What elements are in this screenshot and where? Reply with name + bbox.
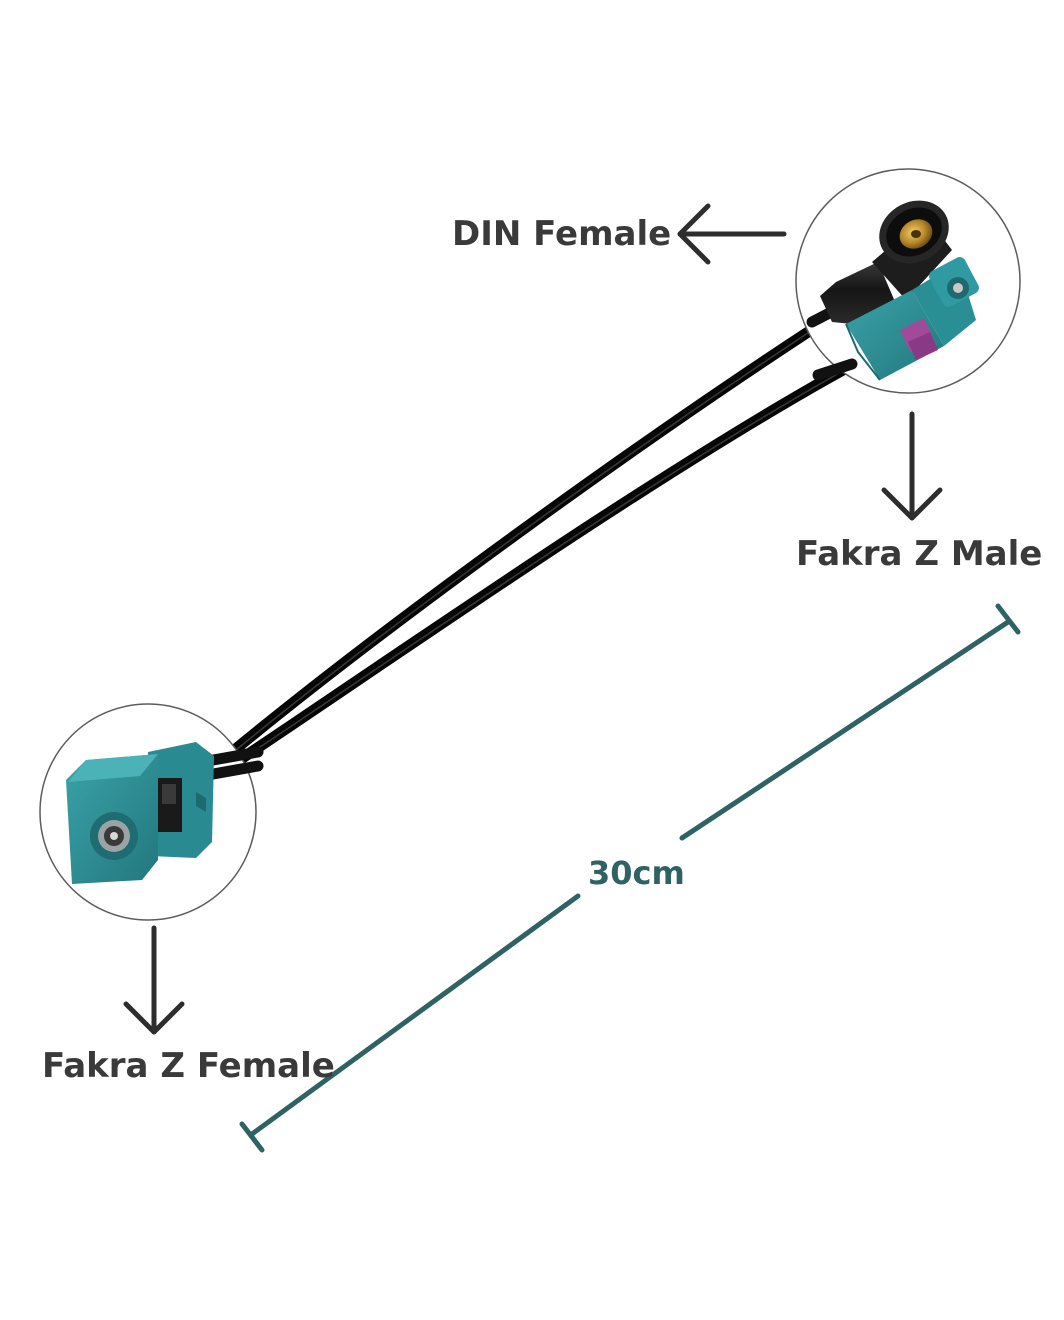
cable-din [226,302,851,758]
arrow-down-icon [881,411,943,521]
fakra-z-female-connector [66,742,214,884]
din-fakra-male-detail [795,168,1021,394]
arrow-down-icon [123,925,185,1035]
cable-fakra [226,359,858,771]
fakra-z-male-connector [845,257,979,381]
cable-pair [226,302,858,771]
length-label: 30cm [588,854,685,892]
arrow-left-icon [677,203,787,265]
fakra-z-female-detail [39,703,264,921]
length-dimension-line [239,603,1021,1153]
fakra-z-male-label: Fakra Z Male [796,534,1043,574]
fakra-z-female-label: Fakra Z Female [42,1046,335,1086]
din-female-label: DIN Female [452,214,672,254]
